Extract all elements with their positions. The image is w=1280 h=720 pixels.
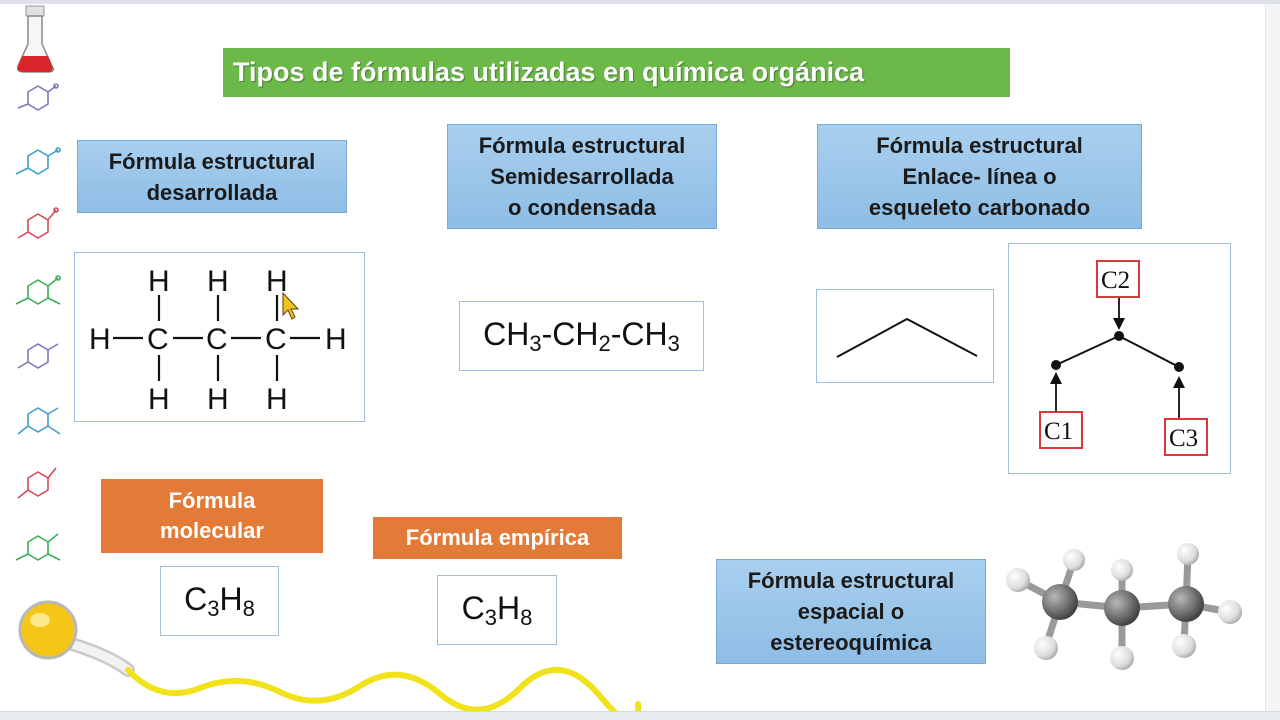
mouse-cursor-icon (282, 291, 300, 320)
window-bottom-bar (0, 711, 1280, 720)
skeletal-formula-diagram (836, 317, 978, 358)
atom-h: H (148, 383, 170, 416)
empirical-formula-box: C3H8 (437, 575, 557, 645)
page-title: Tipos de fórmulas utilizadas en química … (223, 48, 1010, 97)
label-c3: C3 (1169, 425, 1198, 452)
empirica-heading: Fórmula empírica (373, 517, 622, 559)
desarrollada-structure-panel: H C C C H H H H H H H (74, 252, 365, 422)
condensed-formula-box: CH3-CH2-CH3 (459, 301, 704, 371)
label-c1: C1 (1044, 418, 1073, 445)
enlace-linea-heading: Fórmula estructural Enlace- línea o esqu… (817, 124, 1142, 229)
line-structure-panel (816, 289, 994, 383)
empirical-formula: C3H8 (461, 589, 533, 630)
atom-h: H (89, 323, 111, 356)
window-top-bar (0, 0, 1280, 4)
desarrollada-heading: Fórmula estructural desarrollada (77, 140, 347, 213)
vertical-scrollbar[interactable] (1265, 4, 1280, 712)
molecular-heading: Fórmula molecular (101, 479, 323, 553)
labeled-skeleton-diagram: C2 C1 C3 (1039, 260, 1208, 456)
label-c2: C2 (1101, 267, 1130, 294)
labeled-skeleton-panel: C2 C1 C3 (1008, 243, 1231, 474)
condensed-formula: CH3-CH2-CH3 (483, 315, 680, 356)
ball-and-stick-model (1006, 543, 1242, 670)
espacial-heading: Fórmula estructural espacial o estereoqu… (716, 559, 986, 664)
atom-c: C (265, 323, 287, 356)
atom-h: H (325, 323, 347, 356)
atom-h: H (266, 383, 288, 416)
atom-h: H (207, 383, 229, 416)
decorative-sidebar (15, 5, 61, 561)
atom-c: C (147, 323, 169, 356)
flask-icon (16, 5, 55, 73)
test-tube-icon (18, 600, 642, 712)
atom-h: H (266, 265, 288, 298)
molecular-formula: C3H8 (184, 580, 255, 621)
molecule-icon (15, 83, 61, 561)
atom-h: H (148, 265, 170, 298)
molecular-formula-box: C3H8 (160, 566, 279, 636)
propane-structural-diagram: H C C C H H H H H H H (89, 265, 347, 416)
atom-h: H (207, 265, 229, 298)
atom-c: C (206, 323, 228, 356)
semidesarrollada-heading: Fórmula estructural Semidesarrollada o c… (447, 124, 717, 229)
